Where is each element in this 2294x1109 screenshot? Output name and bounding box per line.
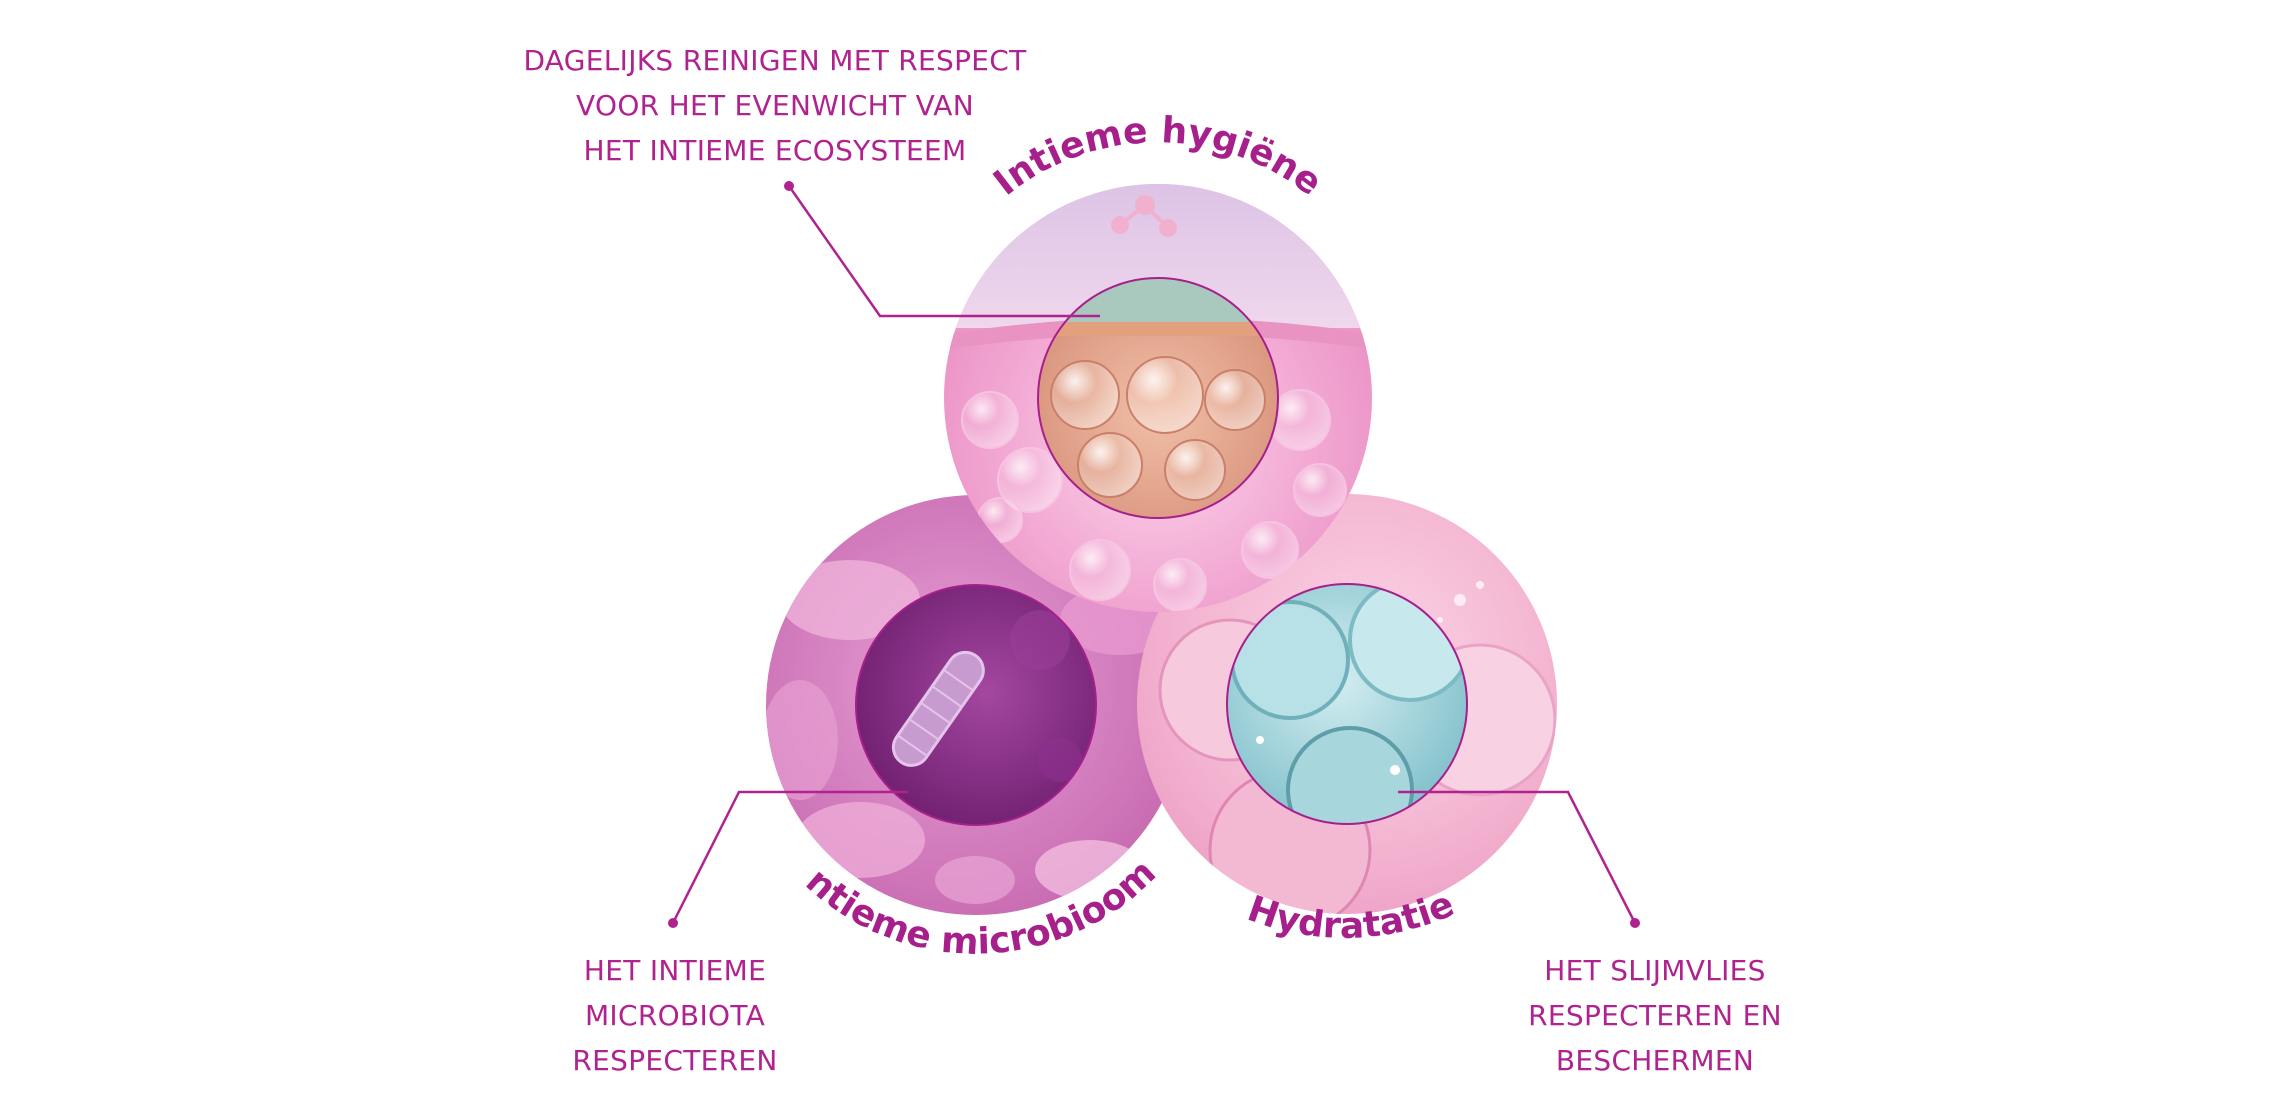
caption-line: DAGELIJKS REINIGEN MET RESPECT	[523, 44, 1027, 77]
caption-line: HET INTIEME ECOSYSTEEM	[583, 134, 967, 167]
caption-line: VOOR HET EVENWICHT VAN	[576, 89, 974, 122]
caption-line: BESCHERMEN	[1555, 1044, 1755, 1077]
leader-line-hygiene	[784, 181, 1100, 318]
inner-circle-hygiene	[1037, 277, 1279, 519]
caption-line: RESPECTEREN EN	[1528, 999, 1782, 1032]
caption-hygiene: DAGELIJKS REINIGEN MET RESPECT VOOR HET …	[475, 38, 1075, 173]
leader-line-microbiome	[668, 790, 908, 928]
inner-circle-microbiome	[855, 584, 1097, 826]
caption-microbiome: HET INTIEME MICROBIOTA RESPECTEREN	[520, 948, 830, 1083]
caption-line: HET SLIJMVLIES	[1544, 954, 1766, 987]
caption-line: HET INTIEME	[583, 954, 767, 987]
caption-line: RESPECTEREN	[572, 1044, 778, 1077]
leader-line-hydration	[1398, 790, 1640, 928]
caption-line: MICROBIOTA	[584, 999, 766, 1032]
caption-hydration: HET SLIJMVLIES RESPECTEREN EN BESCHERMEN	[1475, 948, 1835, 1083]
